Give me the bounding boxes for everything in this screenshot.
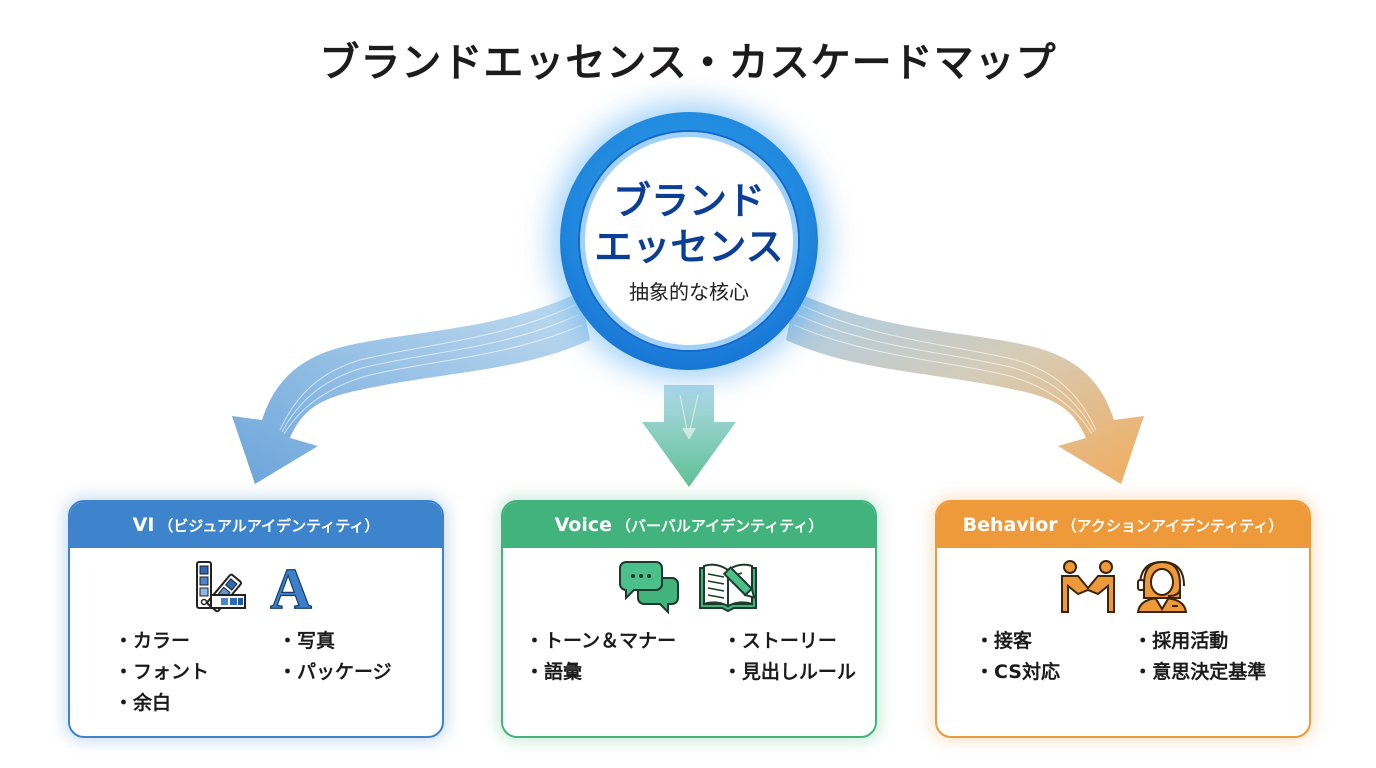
- list-item: カラー: [114, 626, 278, 653]
- list-item: 見出しルール: [723, 657, 875, 684]
- card-voice-header: Voice （バーバルアイデンティティ）: [503, 502, 875, 548]
- card-vi-label: VI: [132, 514, 155, 536]
- card-voice-label: Voice: [554, 514, 613, 536]
- card-voice-sublabel: （バーバルアイデンティティ）: [616, 516, 824, 535]
- handshake-people-icon: [1061, 560, 1115, 613]
- book-pencil-icon: [699, 563, 757, 613]
- arrow-to-behavior: [786, 292, 1144, 484]
- card-vi-header: VI （ビジュアルアイデンティティ）: [70, 502, 442, 548]
- card-behavior: Behavior （アクションアイデンティティ） 接客 採用活動 CS対応 意思…: [935, 500, 1311, 738]
- list-item: ストーリー: [723, 626, 875, 653]
- card-behavior-label: Behavior: [962, 514, 1058, 536]
- hub-subtitle: 抽象的な核心: [629, 279, 749, 304]
- list-item: CS対応: [975, 657, 1133, 684]
- typography-a-icon: A: [269, 558, 312, 614]
- card-vi-sublabel: （ビジュアルアイデンティティ）: [158, 516, 380, 535]
- list-item: 意思決定基準: [1133, 657, 1309, 684]
- card-voice-items: トーン＆マナー ストーリー 語彙 見出しルール: [503, 626, 875, 684]
- card-behavior-sublabel: （アクションアイデンティティ）: [1061, 516, 1284, 535]
- brand-essence-hub: ブランド エッセンス 抽象的な核心: [560, 112, 818, 370]
- page-title: ブランドエッセンス・カスケードマップ: [319, 40, 1057, 86]
- color-swatch-icon: [196, 561, 246, 613]
- card-vi: VI （ビジュアルアイデンティティ） A カラー 写真 フォント パッケージ: [68, 500, 444, 738]
- card-behavior-header: Behavior （アクションアイデンティティ）: [937, 502, 1309, 548]
- list-item: フォント: [114, 657, 278, 684]
- list-item: 採用活動: [1133, 626, 1309, 653]
- chat-bubbles-icon: [619, 561, 679, 614]
- list-item: 写真: [278, 626, 442, 653]
- support-operator-icon: [1136, 560, 1188, 613]
- card-voice: Voice （バーバルアイデンティティ）: [501, 500, 877, 738]
- list-item: 余白: [114, 688, 278, 715]
- card-behavior-items: 接客 採用活動 CS対応 意思決定基準: [937, 626, 1309, 684]
- list-item: 接客: [975, 626, 1133, 653]
- arrow-to-voice: [642, 385, 736, 487]
- hub-title-line1: ブランド: [612, 178, 765, 223]
- list-item: トーン＆マナー: [525, 626, 723, 653]
- arrow-to-vi: [232, 292, 590, 484]
- hub-title-line2: エッセンス: [594, 224, 784, 269]
- svg-text:A: A: [270, 558, 312, 614]
- list-item: パッケージ: [278, 657, 442, 684]
- list-item: 語彙: [525, 657, 723, 684]
- card-vi-items: カラー 写真 フォント パッケージ 余白: [70, 626, 442, 715]
